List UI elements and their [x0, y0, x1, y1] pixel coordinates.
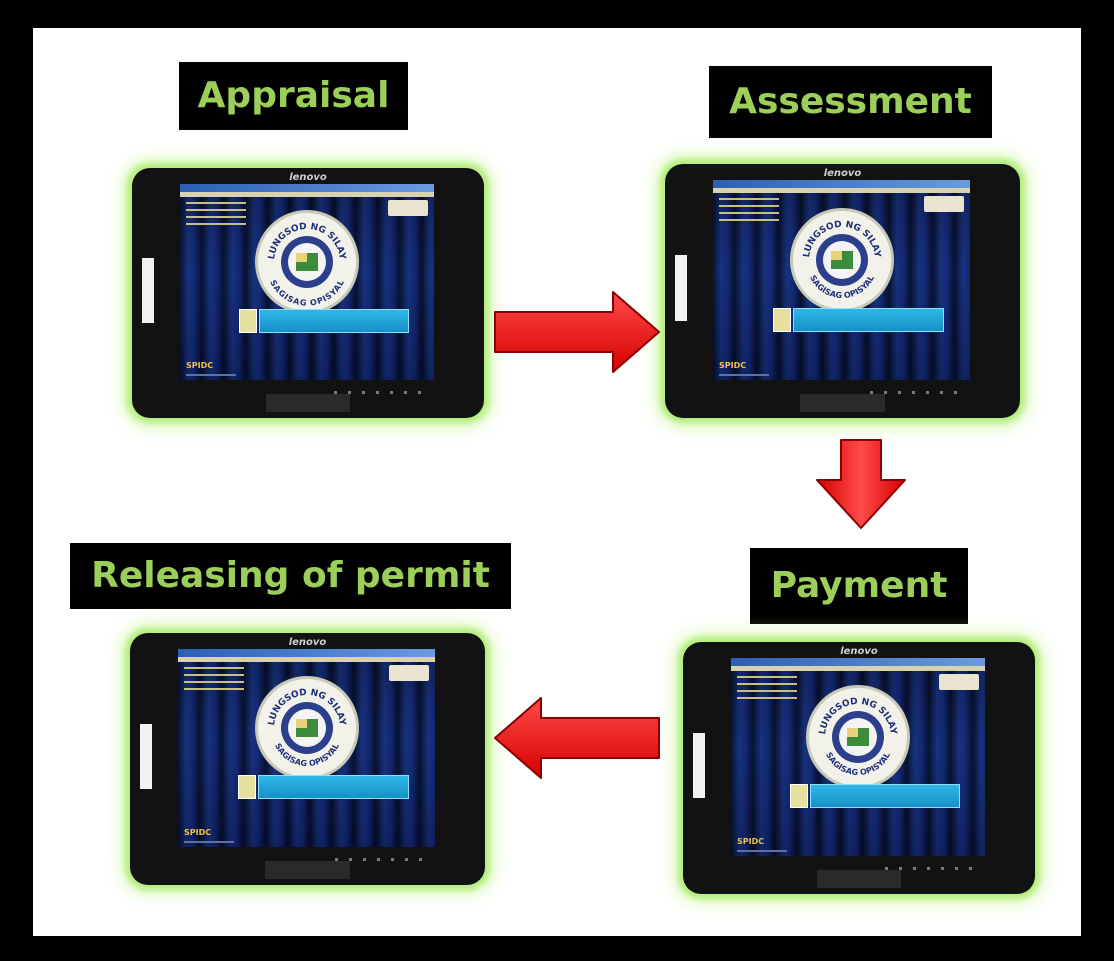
- monitor-brand-logo: lenovo: [288, 637, 327, 648]
- step-label-releasing: Releasing of permit: [70, 543, 511, 609]
- window-titlebar: [731, 658, 985, 666]
- step-label-text: Assessment: [729, 81, 972, 122]
- monitor-stand: [265, 394, 351, 412]
- vendor-logo: SPIDC: [719, 361, 747, 370]
- monitor-screen: LUNGSOD NG SILAY SAGISAG OPISYAL SPIDC: [713, 180, 970, 380]
- window-light: [675, 255, 687, 322]
- vendor-logo: SPIDC: [737, 837, 765, 846]
- window-menubar: [713, 188, 970, 193]
- monitor-payment: lenovo LUNGSOD NG SILAY: [683, 642, 1035, 894]
- window-light: [142, 258, 154, 323]
- footer-line: [719, 374, 769, 376]
- monitor-buttons: [885, 867, 975, 870]
- vendor-logo: SPIDC: [186, 361, 214, 370]
- step-label-assessment: Assessment: [709, 66, 992, 138]
- monitor-buttons: [334, 391, 424, 394]
- step-label-text: Payment: [770, 565, 948, 606]
- window-menubar: [180, 192, 434, 197]
- login-banner: [258, 308, 409, 333]
- city-seal-icon: LUNGSOD NG SILAY SAGISAG OPISYAL: [806, 685, 910, 790]
- corner-logo: [388, 200, 428, 216]
- monitor-brand-logo: lenovo: [823, 168, 862, 179]
- monitor-buttons: [335, 858, 425, 861]
- window-titlebar: [713, 180, 970, 188]
- window-titlebar: [178, 649, 435, 657]
- window-light: [140, 723, 152, 790]
- monitor-stand: [264, 861, 351, 879]
- document-icon: [238, 308, 257, 333]
- corner-logo: [389, 665, 429, 681]
- menu-list: [184, 667, 244, 695]
- document-icon: [772, 308, 791, 332]
- city-seal-icon: LUNGSOD NG SILAY SAGISAG OPISYAL: [254, 676, 359, 781]
- footer-line: [186, 374, 236, 376]
- step-label-appraisal: Appraisal: [179, 62, 408, 130]
- monitor-assessment: lenovo LUNGSOD NG SILAY: [665, 164, 1020, 418]
- document-icon: [237, 775, 256, 800]
- city-seal-icon: LUNGSOD NG SILAY SAGISAG OPISYAL: [789, 208, 894, 312]
- monitor-stand: [799, 394, 886, 412]
- login-banner: [809, 784, 960, 809]
- step-label-text: Releasing of permit: [91, 555, 490, 596]
- monitor-screen: LUNGSOD NG SILAY SAGISAG OPISYAL SPIDC: [180, 184, 434, 380]
- monitor-screen: LUNGSOD NG SILAY SAGISAG OPISYAL SPIDC: [178, 649, 435, 847]
- monitor-screen: LUNGSOD NG SILAY SAGISAG OPISYAL SPIDC: [731, 658, 985, 856]
- footer-line: [737, 850, 787, 852]
- login-banner: [257, 775, 410, 800]
- menu-list: [186, 202, 246, 230]
- window-menubar: [178, 657, 435, 662]
- window-light: [693, 732, 705, 799]
- document-icon: [789, 784, 808, 809]
- step-label-payment: Payment: [750, 548, 968, 624]
- arrow-right-icon: [494, 291, 660, 373]
- corner-logo: [924, 196, 964, 212]
- monitor-brand-logo: lenovo: [840, 646, 878, 657]
- window-titlebar: [180, 184, 434, 192]
- footer-line: [184, 841, 234, 843]
- monitor-releasing: lenovo LUNGSOD NG SILAY: [130, 633, 485, 885]
- window-menubar: [731, 666, 985, 671]
- menu-list: [719, 198, 779, 226]
- menu-list: [737, 676, 797, 704]
- monitor-buttons: [870, 391, 960, 394]
- vendor-logo: SPIDC: [184, 828, 212, 837]
- monitor-stand: [816, 870, 902, 888]
- arrow-left-icon: [494, 697, 660, 779]
- city-seal-icon: LUNGSOD NG SILAY SAGISAG OPISYAL: [255, 210, 359, 315]
- monitor-appraisal: lenovo LUNGSOD NG SILAY: [132, 168, 484, 418]
- step-label-text: Appraisal: [197, 75, 390, 116]
- login-banner: [792, 308, 945, 332]
- arrow-down-icon: [816, 439, 906, 529]
- corner-logo: [939, 674, 979, 690]
- monitor-brand-logo: lenovo: [289, 172, 327, 183]
- flow-diagram: Appraisal Assessment Payment Releasing o…: [33, 28, 1081, 936]
